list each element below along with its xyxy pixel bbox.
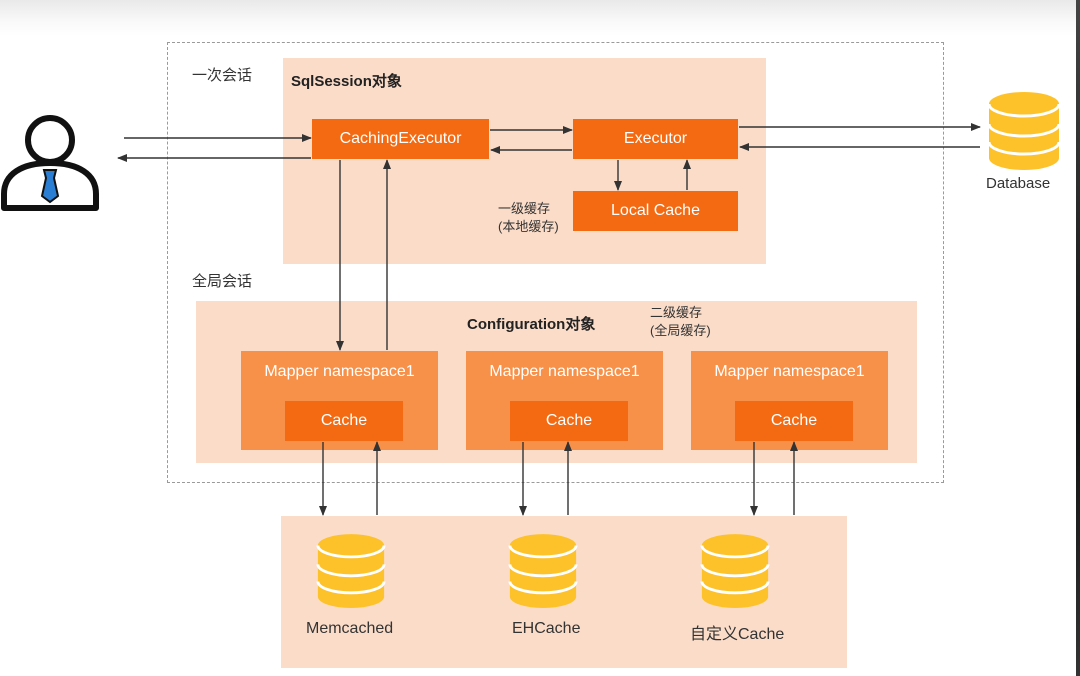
mapper-cache-box: Cache [735, 401, 853, 441]
configuration-title: Configuration对象 [467, 316, 596, 333]
session-scope-label: 一次会话 [192, 67, 253, 84]
sqlsession-title: SqlSession对象 [291, 73, 402, 90]
caching-executor-box: CachingExecutor [312, 119, 489, 159]
l2-cache-line1: 二级缓存 [650, 305, 703, 320]
user-icon [1, 115, 99, 211]
database-icon [316, 534, 386, 608]
l1-cache-line2: (本地缓存) [498, 219, 559, 234]
mapper-namespace-box: Mapper namespace1 [241, 351, 438, 450]
l2-cache-line2: (全局缓存) [650, 323, 711, 338]
database-label: Database [986, 175, 1051, 192]
mapper-cache-box: Cache [510, 401, 628, 441]
ehcache-label: EHCache [512, 620, 581, 637]
database-icon [987, 92, 1061, 170]
window-right-edge [1076, 0, 1080, 676]
local-cache-box: Local Cache [573, 191, 738, 231]
l1-cache-line1: 一级缓存 [498, 201, 551, 216]
global-scope-label: 全局会话 [192, 273, 253, 290]
mapper-cache-box: Cache [285, 401, 403, 441]
database-icon [508, 534, 578, 608]
database-icon [700, 534, 770, 608]
memcached-label: Memcached [306, 620, 394, 637]
scope-frame [167, 42, 944, 483]
window-top-bar [0, 0, 1080, 36]
custom-cache-label: 自定义Cache [690, 626, 785, 643]
executor-box: Executor [573, 119, 738, 159]
l1-cache-label: 一级缓存 (本地缓存) [498, 200, 559, 236]
l2-cache-label: 二级缓存 (全局缓存) [650, 304, 711, 340]
